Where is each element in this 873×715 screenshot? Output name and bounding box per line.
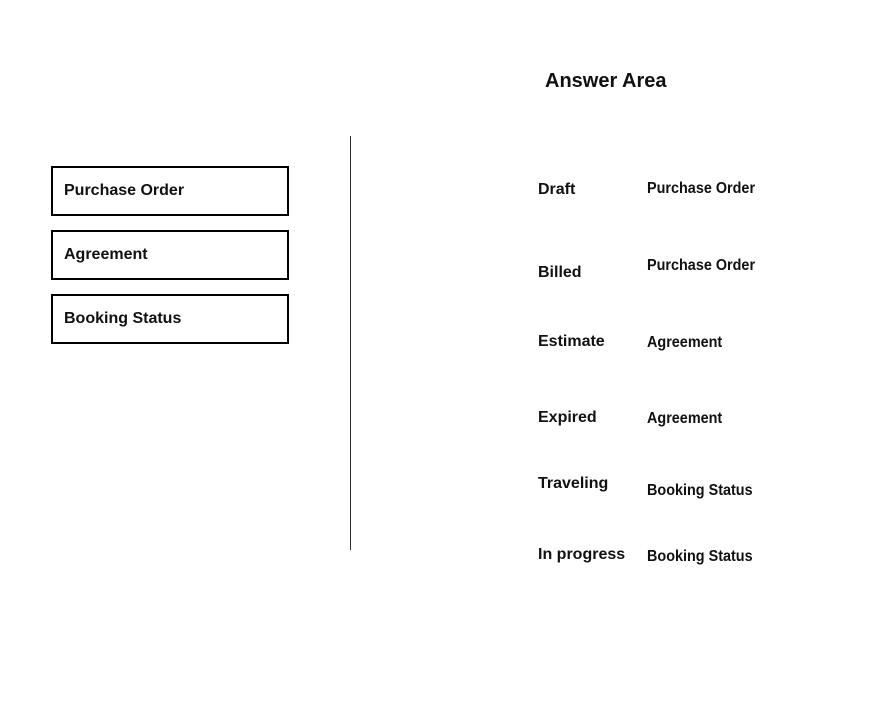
answer-row-dropped-value[interactable]: Booking Status bbox=[647, 482, 753, 499]
drag-item-label: Booking Status bbox=[64, 310, 182, 327]
answer-row-estimate: Estimate Agreement bbox=[0, 332, 873, 354]
answer-row-label: In progress bbox=[538, 546, 626, 563]
answer-row-dropped-value[interactable]: Agreement bbox=[647, 334, 723, 351]
drag-item-booking-status[interactable]: Booking Status bbox=[51, 294, 289, 344]
answer-row-dropped-value[interactable]: Purchase Order bbox=[647, 257, 756, 274]
answer-row-expired: Expired Agreement bbox=[0, 408, 873, 430]
answer-row-label: Estimate bbox=[538, 333, 605, 350]
answer-row-dropped-value[interactable]: Booking Status bbox=[647, 548, 753, 565]
answer-row-in-progress: In progress Booking Status bbox=[0, 545, 873, 567]
divider-line bbox=[350, 136, 351, 550]
answer-row-label: Expired bbox=[538, 409, 597, 426]
drag-item-agreement[interactable]: Agreement bbox=[51, 230, 289, 280]
drag-item-label: Purchase Order bbox=[64, 182, 185, 199]
answer-row-dropped-value[interactable]: Agreement bbox=[647, 410, 723, 427]
answer-row-dropped-value[interactable]: Purchase Order bbox=[647, 180, 756, 197]
answer-row-traveling: Traveling Booking Status bbox=[0, 474, 873, 499]
answer-row-label: Traveling bbox=[538, 475, 609, 492]
drag-item-purchase-order[interactable]: Purchase Order bbox=[51, 166, 289, 216]
answer-row-label: Billed bbox=[538, 264, 582, 281]
answer-area-title: Answer Area bbox=[545, 70, 667, 92]
drag-item-label: Agreement bbox=[64, 246, 148, 263]
answer-row-draft: Draft Purchase Order bbox=[0, 180, 873, 202]
answer-row-billed: Billed Purchase Order bbox=[0, 257, 873, 285]
answer-row-label: Draft bbox=[538, 181, 576, 198]
